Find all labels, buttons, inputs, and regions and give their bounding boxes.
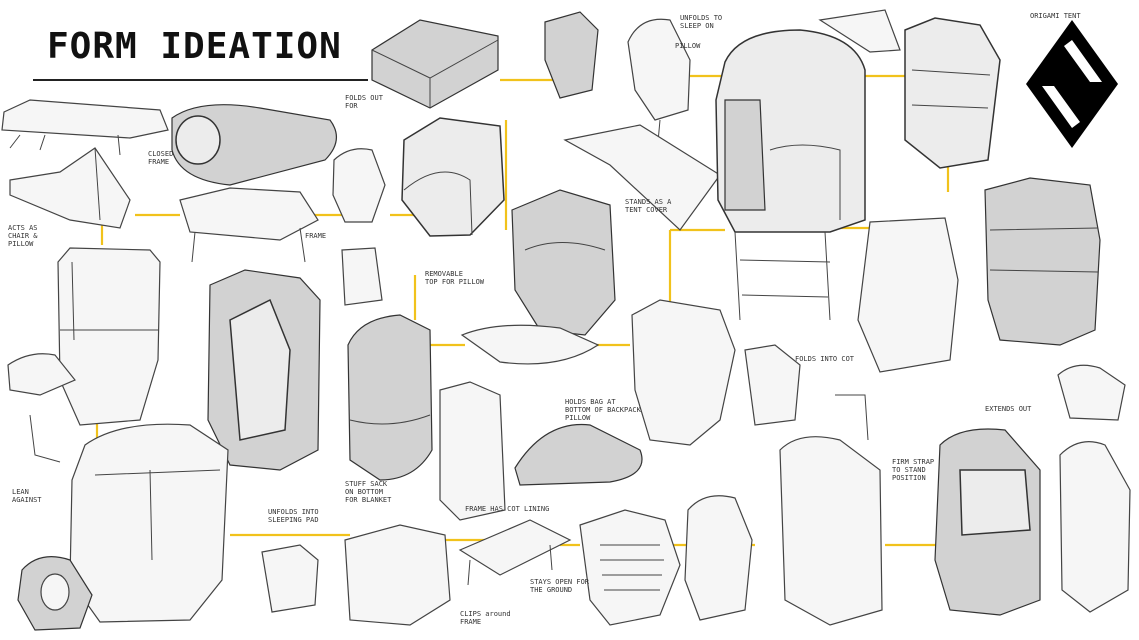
sketch-frame-pack [207,269,321,471]
sketch-pillow-slipper [514,423,643,486]
sketch-bean-pack [684,495,753,621]
sketch-egg-pack [1059,441,1131,613]
note-folds-cot: FOLDS INTO COT [795,355,855,363]
sketch-side-bag [744,344,801,426]
sketch-ring-bag [17,556,93,631]
page-title: FORM IDEATION [47,26,342,67]
sketch-messenger-pack [69,423,229,623]
sketch-tent-small [9,147,131,229]
note-frame: FRAME [305,232,327,240]
sketch-triangle-tent [563,124,721,231]
note-origami-tent: ORIGAMI TENT [1030,12,1081,20]
sketch-chair-pack [57,247,161,426]
sketch-stuff-pack [347,314,433,481]
diamond-logo-icon [1026,20,1118,148]
sketch-recliner [7,353,76,463]
sketch-shell-pack [401,117,505,237]
sketch-canopy [179,187,319,263]
sketch-cylinder-pack [544,11,599,99]
title-underline [33,79,368,81]
sketch-flat-pad [460,324,600,365]
sketch-lid-pack [511,189,616,336]
sketch-duffel-top [371,19,499,109]
sketch-sleeping-bag [171,104,337,186]
sketch-roll-top [439,381,506,521]
sketch-pod [1057,364,1126,421]
sketch-box-pack [984,177,1101,346]
sketch-head-pack [332,148,386,223]
sketch-bucket-pack [631,299,736,446]
sketch-cot-pack [857,217,959,373]
note-pillow: PILLOW [675,42,701,50]
sketch-big-backpack [715,29,866,321]
sketch-standing-pack [779,394,883,626]
note-extends-out: EXTENDS OUT [985,405,1032,413]
note-cot-lining: FRAME HAS COT LINING [465,505,550,513]
sketch-trunk [344,524,451,626]
sketch-cot-frame [458,519,572,586]
sketch-dark-pack [934,428,1041,616]
sketch-mat-roll [1,99,169,156]
sketch-mini-pack [341,247,383,306]
sketch-tall-pack [904,17,1001,169]
sketch-origami-tent [818,9,901,53]
sketch-ribbed-pack [579,509,681,626]
sketch-cube [261,544,319,613]
